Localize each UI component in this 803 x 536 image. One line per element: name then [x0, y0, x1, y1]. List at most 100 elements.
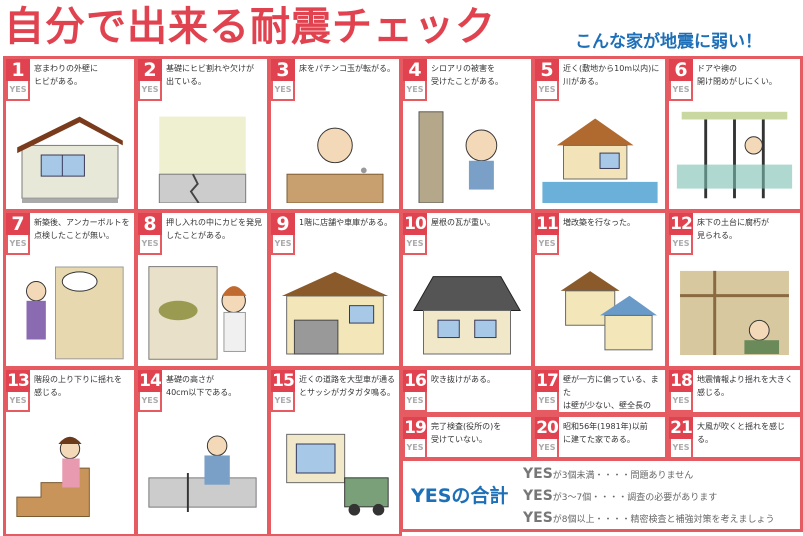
item-number: 12 [669, 213, 693, 235]
item-number: 3 [271, 59, 295, 81]
yes-checkbox[interactable]: YES [138, 235, 162, 255]
item-question: 大風が吹くと揺れを感じる。 [697, 422, 785, 444]
item-number: 11 [535, 213, 559, 235]
summary-yes: YES [523, 488, 553, 504]
yes-checkbox[interactable]: YES [6, 235, 30, 255]
item-question: シロアリの被害を 受けたことがある。 [431, 64, 503, 86]
yes-checkbox[interactable]: YES [403, 392, 427, 412]
yes-checkbox[interactable]: YES [6, 81, 30, 101]
summary-rows: YESが3個未満・・・・問題ありません YESが3～7個・・・・調査の必要があり… [523, 463, 796, 529]
house-extension-illustration [541, 261, 659, 360]
house-with-garage-illustration [277, 261, 393, 360]
tiled-roof-house-illustration [409, 261, 525, 360]
yes-checkbox[interactable]: YES [535, 392, 559, 412]
yes-checkbox[interactable]: YES [535, 235, 559, 255]
item-number: 6 [669, 59, 693, 81]
yes-checkbox[interactable]: YES [271, 235, 295, 255]
yes-checkbox[interactable]: YES [403, 439, 427, 459]
foundation-crack-illustration [144, 107, 261, 203]
item-question: 地震情報より揺れを大きく 感じる。 [697, 375, 793, 397]
summary-row: YESが8個以上・・・・精密検査と補強対策を考えましょう [523, 507, 796, 529]
yes-checkbox[interactable]: YES [6, 392, 30, 412]
woman-on-shaking-stairs-illustration [12, 418, 128, 528]
item-number: 1 [6, 59, 30, 81]
item-number: 16 [403, 370, 427, 392]
item-question: 近く(敷地から10m以内)に 川がある。 [563, 64, 660, 86]
item-number: 18 [669, 370, 693, 392]
man-checking-anchor-bolt-illustration [12, 261, 128, 360]
page-title: 自分で出来る耐震チェック [4, 4, 496, 50]
yes-checkbox[interactable]: YES [535, 439, 559, 459]
item-number: 4 [403, 59, 427, 81]
item-question: 階段の上り下りに揺れを 感じる。 [34, 375, 122, 397]
man-watching-ball-roll-illustration [277, 107, 393, 203]
item-question: 昭和56年(1981年)以前 に建てた家である。 [563, 422, 648, 444]
item-question: 床下の土台に腐朽が 見られる。 [697, 218, 769, 240]
item-number: 13 [6, 370, 30, 392]
man-inspecting-underfloor-illustration [675, 261, 794, 360]
man-pushing-sliding-door-illustration [675, 107, 794, 203]
summary-row: YESが3～7個・・・・調査の必要があります [523, 485, 796, 507]
yes-checkbox[interactable]: YES [669, 235, 693, 255]
yes-checkbox[interactable]: YES [403, 81, 427, 101]
item-number: 8 [138, 213, 162, 235]
item-question: 完了検査(役所の)を 受けていない。 [431, 422, 502, 444]
item-question: 押し入れの中にカビを発見 したことがある。 [166, 218, 262, 240]
yes-checkbox[interactable]: YES [669, 392, 693, 412]
item-number: 9 [271, 213, 295, 235]
termite-damage-illustration [409, 107, 525, 203]
house-near-river-illustration [541, 107, 659, 203]
item-number: 7 [6, 213, 30, 235]
summary-label: YESの合計 [411, 485, 509, 507]
item-number: 19 [403, 417, 427, 439]
yes-checkbox[interactable]: YES [138, 81, 162, 101]
yes-checkbox[interactable]: YES [271, 392, 295, 412]
item-question: 吹き抜けがある。 [431, 375, 495, 384]
yes-checkbox[interactable]: YES [535, 81, 559, 101]
item-number: 20 [535, 417, 559, 439]
summary-text: が3個未満・・・・問題ありません [552, 471, 694, 481]
item-question: 増改築を行なった。 [563, 218, 635, 227]
summary-yes: YES [523, 466, 553, 482]
item-question: 近くの道路を大型車が通る とサッシがガタガタ鳴る。 [299, 375, 395, 397]
yes-checkbox[interactable]: YES [271, 81, 295, 101]
item-number: 2 [138, 59, 162, 81]
item-question: 屋根の瓦が重い。 [431, 218, 495, 227]
yes-checkbox[interactable]: YES [669, 81, 693, 101]
item-question: 床をパチンコ玉が転がる。 [299, 64, 395, 73]
item-number: 15 [271, 370, 295, 392]
summary-text: が8個以上・・・・精密検査と補強対策を考えましょう [552, 515, 775, 525]
yes-checkbox[interactable]: YES [669, 439, 693, 459]
yes-total-summary: YESの合計 YESが3個未満・・・・問題ありません YESが3～7個・・・・調… [400, 458, 803, 532]
woman-finding-mold-illustration [144, 261, 261, 360]
yes-checkbox[interactable]: YES [403, 235, 427, 255]
item-question: 基礎にヒビ割れや欠けが 出ている。 [166, 64, 254, 86]
item-number: 14 [138, 370, 162, 392]
summary-row: YESが3個未満・・・・問題ありません [523, 463, 796, 485]
house-wall-cracks-illustration [12, 107, 128, 203]
item-number: 21 [669, 417, 693, 439]
item-number: 10 [403, 213, 427, 235]
item-question: 基礎の高さが 40cm以下である。 [166, 375, 237, 397]
yes-checkbox[interactable]: YES [138, 392, 162, 412]
truck-rattling-window-illustration [277, 418, 393, 528]
man-measuring-foundation-illustration [144, 418, 261, 528]
